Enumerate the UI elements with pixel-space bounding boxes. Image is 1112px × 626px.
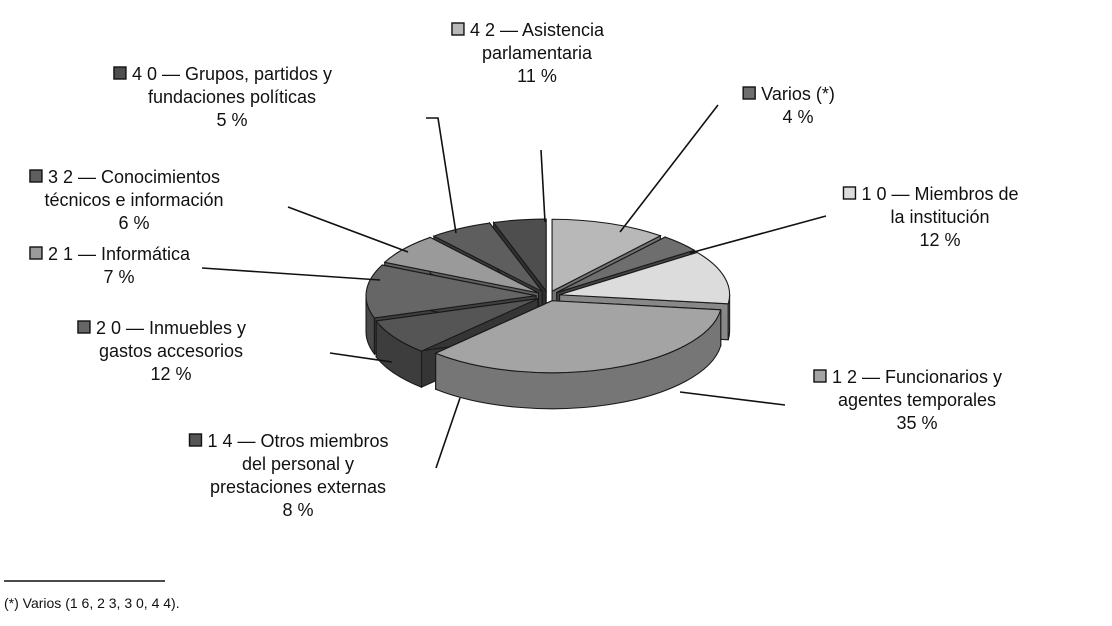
leader-line-varios bbox=[619, 104, 719, 233]
label-asistencia-parlamentaria-text: 4 2 — Asistencia parlamentaria 11 % bbox=[470, 20, 605, 86]
label-line: 3 2 — Conocimientos bbox=[48, 167, 220, 187]
label-line: del personal y bbox=[242, 454, 354, 474]
percent-label: 12 % bbox=[919, 230, 960, 250]
leader-line-otros-miembros-del-personal-y-prestaciones-externas bbox=[435, 397, 461, 469]
label-funcionarios-y-agentes-temporales-text: 1 2 — Funcionarios y agentes temporales 35… bbox=[832, 367, 1002, 433]
label-varios-text: Varios (*) 4 % bbox=[761, 84, 835, 127]
label-informatica-text: 2 1 — Informática 7 % bbox=[48, 244, 191, 287]
slice-asistencia-parlamentaria-top bbox=[551, 218, 662, 293]
leader-line-informatica bbox=[201, 267, 381, 281]
legend-swatch-asistencia-parlamentaria bbox=[451, 22, 465, 36]
label-line: gastos accesorios bbox=[99, 341, 243, 361]
percent-label: 12 % bbox=[150, 364, 191, 384]
label-line: 2 1 — Informática bbox=[48, 244, 191, 264]
label-line: agentes temporales bbox=[838, 390, 996, 410]
slice-otros-miembros-del-personal-y-prestaciones-externas-top bbox=[375, 298, 539, 352]
slice-informatica-top bbox=[383, 236, 539, 294]
pie-slices bbox=[365, 218, 731, 410]
footnote: (*) Varios (1 6, 2 3, 3 0, 4 4). bbox=[4, 595, 180, 611]
label-conocimientos-tecnicos-e-informacion-text: 3 2 — Conocimientos técnicos e informació… bbox=[44, 167, 223, 233]
legend-swatch-miembros-de-la-institucion bbox=[842, 186, 857, 200]
percent-label: 35 % bbox=[896, 413, 937, 433]
percent-label: 8 % bbox=[282, 500, 313, 520]
label-line: fundaciones políticas bbox=[148, 87, 316, 107]
legend-swatch-varios bbox=[742, 86, 756, 100]
label-grupos-partidos-y-fundaciones-politicas-text: 4 0 — Grupos, partidos y fundaciones polí… bbox=[132, 64, 332, 130]
label-otros-miembros-del-personal-y-prestaciones-externas-text: 1 4 — Otros miembros del personal y presta… bbox=[207, 431, 388, 520]
percent-label: 5 % bbox=[216, 110, 247, 130]
label-line: 2 0 — Inmuebles y bbox=[96, 318, 246, 338]
label-inmuebles-y-gastos-accesorios-text: 2 0 — Inmuebles y gastos accesorios 12 % bbox=[96, 318, 246, 384]
slice-funcionarios-y-agentes-temporales bbox=[434, 299, 722, 410]
leader-line-asistencia-parlamentaria bbox=[540, 149, 546, 223]
label-miembros-de-la-institucion-text: 1 0 — Miembros de la institución 12 % bbox=[861, 184, 1018, 250]
label-varios: Varios (*) 4 % bbox=[742, 84, 835, 127]
percent-label: 11 % bbox=[517, 66, 557, 86]
label-line: la institución bbox=[890, 207, 989, 227]
percent-label: 7 % bbox=[103, 267, 134, 287]
label-line: 4 0 — Grupos, partidos y bbox=[132, 64, 332, 84]
label-line: prestaciones externas bbox=[210, 477, 386, 497]
label-grupos-partidos-y-fundaciones-politicas: 4 0 — Grupos, partidos y fundaciones polí… bbox=[113, 64, 332, 130]
label-informatica: 2 1 — Informática 7 % bbox=[29, 244, 191, 287]
label-line: 1 2 — Funcionarios y bbox=[832, 367, 1002, 387]
legend-swatch-grupos-partidos-y-fundaciones-politicas bbox=[113, 66, 127, 80]
leader-line-grupos-partidos-y-fundaciones-politicas bbox=[426, 117, 457, 234]
leader-line-miembros-de-la-institucion bbox=[689, 215, 827, 254]
slice-miembros-de-la-institucion-top bbox=[559, 251, 731, 305]
slice-labels: 4 2 — Asistencia parlamentaria 11 % Varios … bbox=[29, 20, 1019, 520]
label-line: 4 2 — Asistencia bbox=[470, 20, 605, 40]
legend-swatch-funcionarios-y-agentes-temporales bbox=[813, 369, 827, 383]
percent-label: 6 % bbox=[118, 213, 149, 233]
label-line: parlamentaria bbox=[482, 43, 593, 63]
label-funcionarios-y-agentes-temporales: 1 2 — Funcionarios y agentes temporales 35… bbox=[813, 367, 1002, 433]
label-miembros-de-la-institucion: 1 0 — Miembros de la institución 12 % bbox=[842, 184, 1019, 250]
label-line: 1 0 — Miembros de bbox=[861, 184, 1018, 204]
percent-label: 4 % bbox=[782, 107, 813, 127]
leader-line-conocimientos-tecnicos-e-informacion bbox=[287, 206, 409, 253]
leader-line-funcionarios-y-agentes-temporales bbox=[679, 391, 786, 406]
slice-varios-top bbox=[556, 236, 696, 294]
legend-swatch-informatica bbox=[29, 246, 43, 260]
label-conocimientos-tecnicos-e-informacion: 3 2 — Conocimientos técnicos e informació… bbox=[29, 167, 224, 233]
label-line: técnicos e información bbox=[44, 190, 223, 210]
leader-line-inmuebles-y-gastos-accesorios bbox=[329, 352, 393, 363]
label-line: 1 4 — Otros miembros bbox=[207, 431, 388, 451]
legend-swatch-inmuebles-y-gastos-accesorios bbox=[77, 320, 91, 334]
label-line: Varios (*) bbox=[761, 84, 835, 104]
label-otros-miembros-del-personal-y-prestaciones-externas: 1 4 — Otros miembros del personal y presta… bbox=[188, 431, 389, 520]
legend-swatch-conocimientos-tecnicos-e-informacion bbox=[29, 169, 43, 183]
slice-conocimientos-tecnicos-e-informacion-top bbox=[432, 222, 543, 293]
slice-grupos-partidos-y-fundaciones-politicas-top bbox=[492, 218, 547, 293]
label-asistencia-parlamentaria: 4 2 — Asistencia parlamentaria 11 % bbox=[451, 20, 605, 86]
legend-swatch-otros-miembros-del-personal-y-prestaciones-externas bbox=[188, 433, 203, 447]
slice-inmuebles-y-gastos-accesorios-top bbox=[365, 264, 537, 319]
label-inmuebles-y-gastos-accesorios: 2 0 — Inmuebles y gastos accesorios 12 % bbox=[77, 318, 246, 384]
leader-lines bbox=[201, 104, 827, 469]
slice-funcionarios-y-agentes-temporales-top bbox=[434, 300, 722, 374]
